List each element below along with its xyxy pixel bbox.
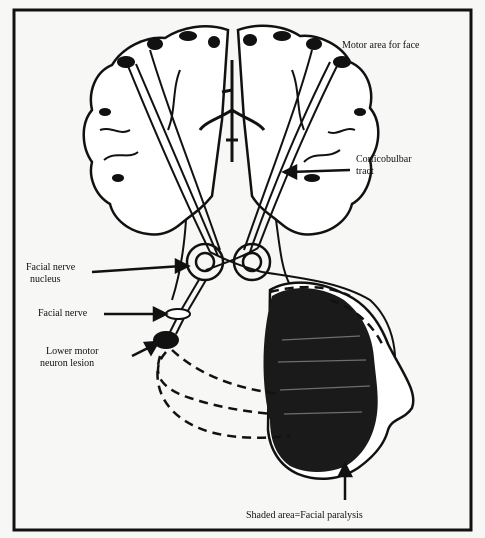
label-facial-nerve: Facial nerve	[38, 308, 87, 320]
label-corticobulbar-line1: Corticobulbar	[356, 154, 412, 166]
label-shaded-area: Shaded area=Facial paralysis	[246, 510, 363, 522]
label-motor-area: Motor area for face	[342, 40, 419, 52]
label-corticobulbar-line2: tract	[356, 166, 374, 178]
label-lmn-line2: neuron lesion	[40, 358, 94, 370]
label-lmn-line1: Lower motor	[46, 346, 99, 358]
facial-nerve-marker	[166, 309, 190, 319]
brain-right-hemisphere	[238, 26, 378, 235]
label-facial-nucleus-line2: nucleus	[30, 274, 61, 286]
label-facial-nucleus-line1: Facial nerve	[26, 262, 75, 274]
